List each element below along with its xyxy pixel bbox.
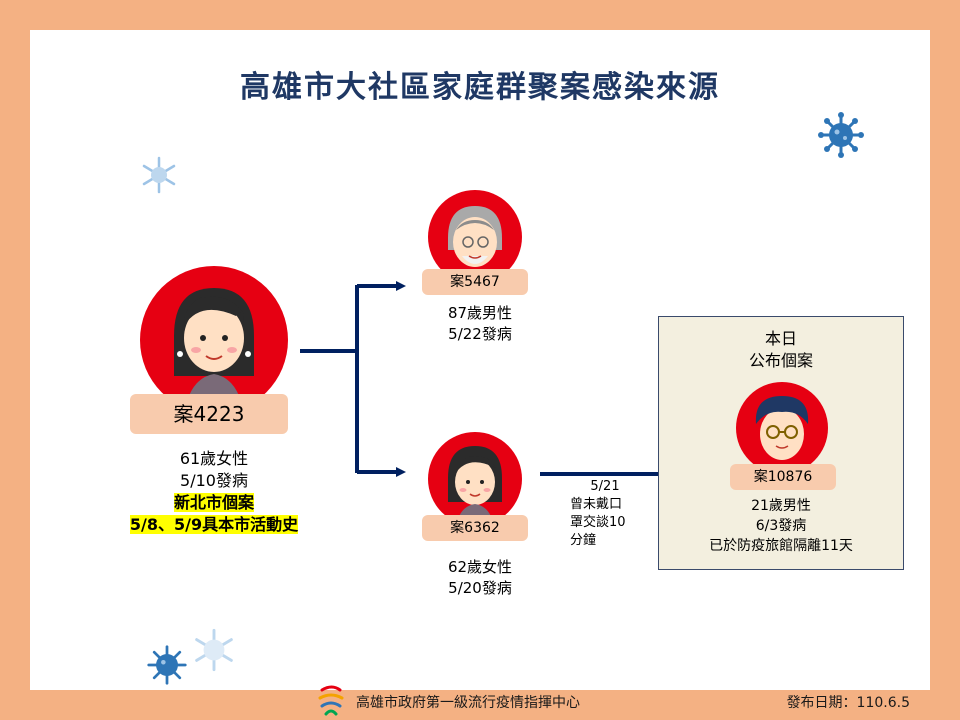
today-heading-line-1: 本日 [764, 329, 797, 348]
case-10876-avatar [736, 382, 828, 474]
case-10876-onset: 6/3發病 [755, 518, 807, 534]
case-10876-info: 21歲男性 6/3發病 已於防疫旅館隔離11天 [658, 496, 904, 556]
case-5467-age: 87歲男性 [447, 304, 513, 322]
case-5467-label: 案5467 [422, 269, 528, 295]
index-case-onset: 5/10發病 [180, 471, 248, 490]
case-6362-info: 62歲女性 5/20發病 [400, 557, 560, 599]
case-10876-age: 21歲男性 [751, 498, 811, 514]
transmission-line-3: 分鐘 [570, 533, 597, 548]
footer-agency: 高雄市政府第一級流行疫情指揮中心 [356, 695, 580, 711]
snowflake-icon [195, 628, 233, 672]
case-6362-avatar [428, 432, 522, 526]
case-10876-label: 案10876 [730, 464, 836, 490]
case-6362-label: 案6362 [422, 515, 528, 541]
today-heading-line-2: 公布個案 [748, 351, 813, 370]
index-case-activity: 5/8、5/9具本市活動史 [129, 515, 299, 534]
index-case-age: 61歲女性 [179, 449, 249, 468]
case-6362-onset: 5/20發病 [448, 579, 512, 597]
transmission-date: 5/21 [590, 479, 620, 494]
case-5467-onset: 5/22發病 [448, 325, 512, 343]
transmission-line-2: 罩交談10 [570, 515, 626, 530]
kaohsiung-logo [318, 685, 344, 716]
virus-icon [147, 645, 187, 685]
case-5467-info: 87歲男性 5/22發病 [400, 303, 560, 345]
virus-icon [818, 112, 864, 158]
index-case-origin: 新北市個案 [173, 493, 254, 512]
case-5467-avatar [428, 190, 522, 284]
index-case-avatar [140, 266, 288, 414]
snowflake-icon [142, 156, 176, 194]
transmission-line-1: 曾未戴口 [570, 497, 623, 512]
transmission-note: 5/21 曾未戴口 罩交談10 分鐘 [570, 478, 660, 550]
today-heading: 本日 公布個案 [658, 328, 904, 372]
index-case-info: 61歲女性 5/10發病 新北市個案 5/8、5/9具本市活動史 [90, 448, 338, 536]
case-6362-age: 62歲女性 [447, 558, 513, 576]
footer-date: 發布日期：110.6.5 [786, 695, 910, 711]
index-case-label: 案4223 [130, 394, 288, 434]
page-title: 高雄市大社區家庭群聚案感染來源 [240, 70, 720, 105]
case-10876-quarantine: 已於防疫旅館隔離11天 [709, 538, 853, 554]
